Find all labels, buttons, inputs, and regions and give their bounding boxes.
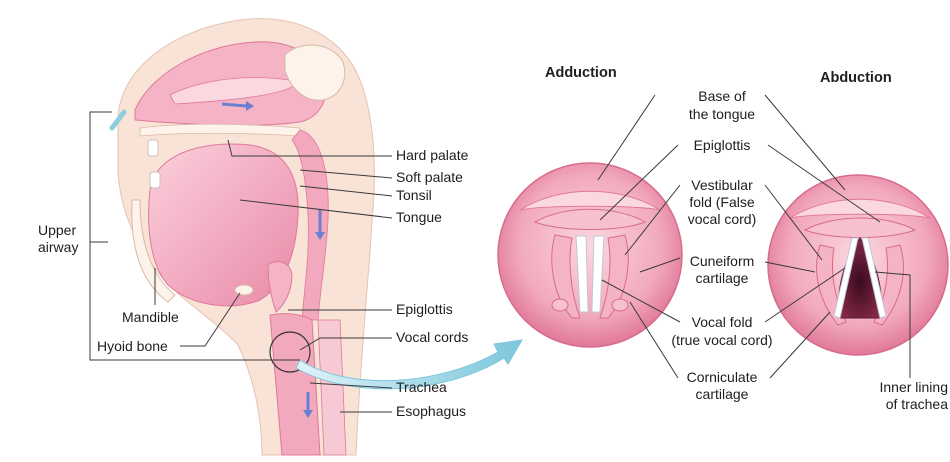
label-base-of-tongue-line1: Base of xyxy=(698,88,746,104)
label-tongue: Tongue xyxy=(396,209,442,225)
label-mandible: Mandible xyxy=(122,309,179,325)
label-vocal-fold-line2: (true vocal cord) xyxy=(671,332,772,348)
abduction-heading: Abduction xyxy=(820,70,892,86)
adduction-heading: Adduction xyxy=(545,65,617,81)
adduction-view xyxy=(498,163,682,347)
hyoid-shape xyxy=(235,285,253,295)
label-base-of-tongue-line2: the tongue xyxy=(689,106,755,122)
label-vestibular-fold-line2: fold (False xyxy=(689,194,755,210)
label-upper-airway-line2: airway xyxy=(38,239,78,255)
label-vestibular-fold-line3: vocal cord) xyxy=(688,211,756,227)
lower-teeth xyxy=(150,172,160,188)
label-epiglottis: Epiglottis xyxy=(396,301,453,317)
label-hyoid-bone: Hyoid bone xyxy=(97,338,168,354)
label-upper-airway-line1: Upper xyxy=(38,222,76,238)
label-vestibular-fold-line1: Vestibular xyxy=(691,177,753,193)
label-larynx-epiglottis: Epiglottis xyxy=(694,137,751,153)
label-trachea: Trachea xyxy=(396,379,447,395)
label-vocal-fold-line1: Vocal fold xyxy=(692,314,753,330)
label-inner-lining-line2: of trachea xyxy=(886,396,948,412)
label-cuneiform-line2: cartilage xyxy=(696,270,749,286)
label-esophagus: Esophagus xyxy=(396,403,466,419)
abduction-view xyxy=(768,175,948,355)
label-hard-palate: Hard palate xyxy=(396,147,469,163)
label-corniculate-line1: Corniculate xyxy=(687,369,758,385)
label-corniculate-line2: cartilage xyxy=(696,386,749,402)
label-vocal-cords: Vocal cords xyxy=(396,329,468,345)
label-inner-lining-line1: Inner lining xyxy=(880,379,949,395)
headings: Adduction Abduction xyxy=(545,65,892,86)
label-tonsil: Tonsil xyxy=(396,187,432,203)
label-soft-palate: Soft palate xyxy=(396,169,463,185)
upper-teeth xyxy=(148,140,158,156)
label-cuneiform-line1: Cuneiform xyxy=(690,253,755,269)
sagittal-section-illustration xyxy=(112,19,374,455)
airflow-arrow-nasal xyxy=(222,104,246,106)
